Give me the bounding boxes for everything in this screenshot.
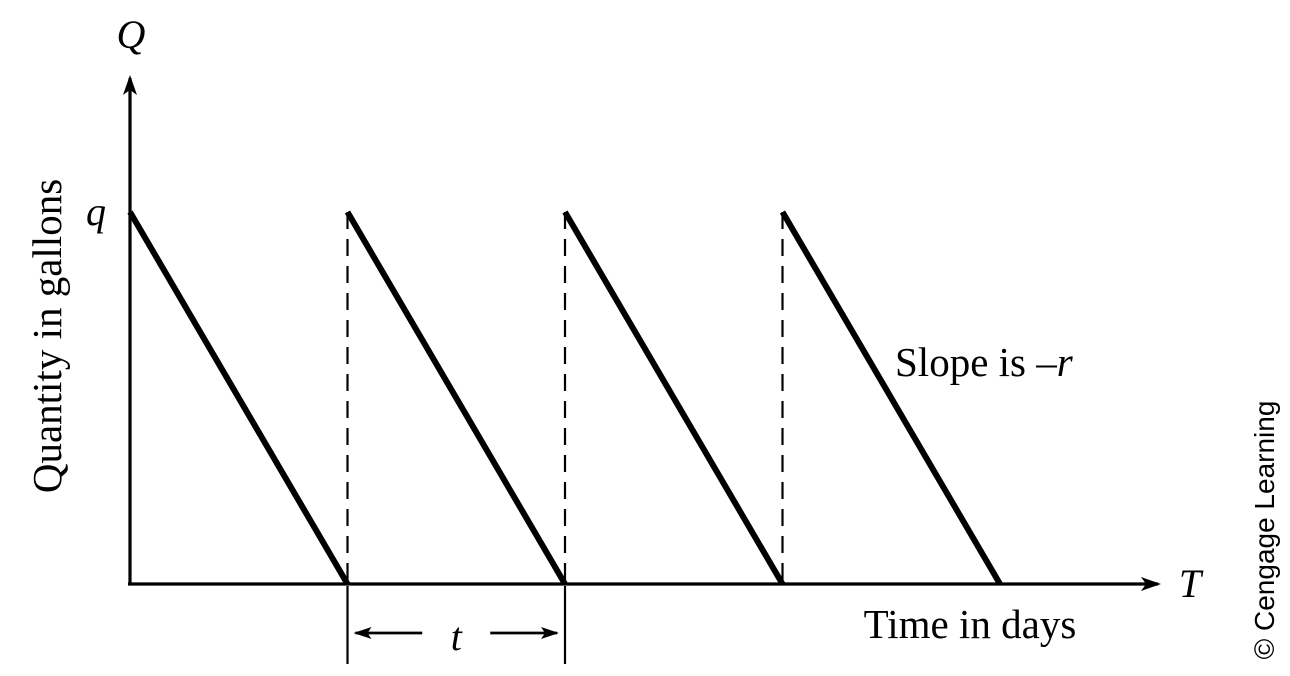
- y-axis-symbol: Q: [117, 12, 146, 57]
- y-axis-label: Quantity in gallons: [24, 179, 70, 493]
- depletion-segment: [779, 210, 1003, 586]
- x-axis-label: Time in days: [864, 601, 1077, 647]
- depletion-segment: [344, 210, 568, 586]
- slope-annotation-variable: r: [1057, 339, 1074, 385]
- depletion-segment: [127, 210, 351, 586]
- slope-annotation-prefix: Slope is –: [895, 339, 1057, 385]
- slope-annotation: Slope is –r: [895, 339, 1074, 385]
- interval-label: t: [451, 614, 463, 659]
- y-tick-label-q: q: [86, 189, 106, 234]
- credit-text: © Cengage Learning: [1249, 401, 1280, 660]
- depletion-segment: [562, 210, 786, 586]
- x-axis-symbol: T: [1179, 561, 1204, 606]
- chart-marks: [127, 210, 1003, 586]
